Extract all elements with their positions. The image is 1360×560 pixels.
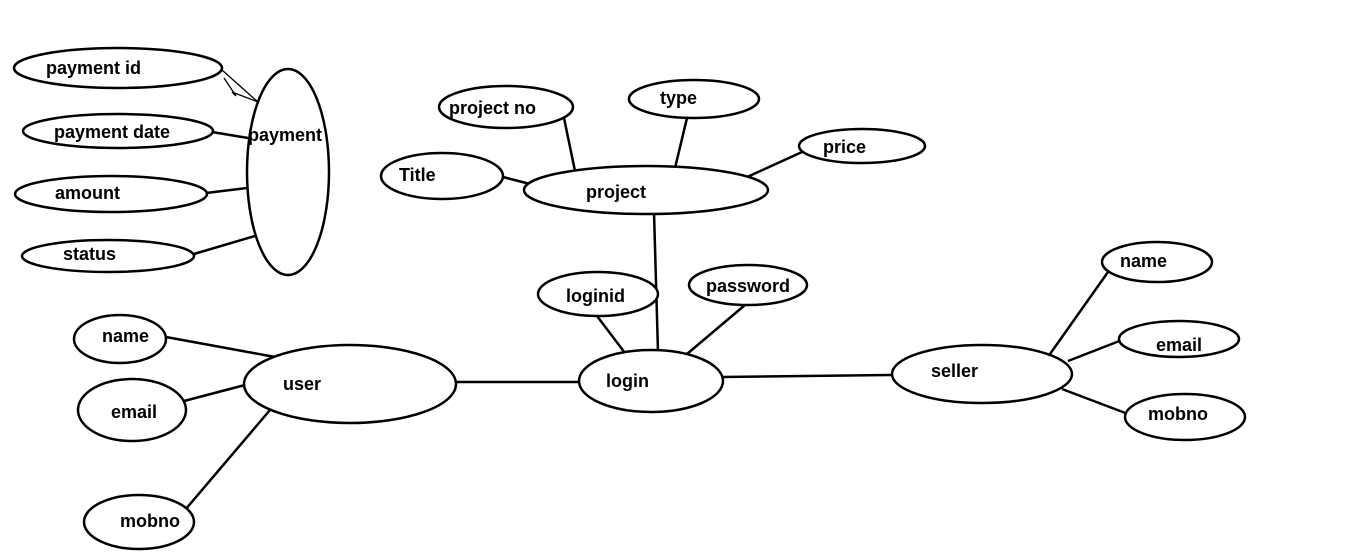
attr-password-shape xyxy=(687,263,809,307)
attr-user-name-shape xyxy=(72,313,168,365)
attr-type-shape xyxy=(627,78,761,120)
entity-project-shape xyxy=(522,164,770,216)
attr-seller-mobno: mobno xyxy=(1123,392,1247,442)
attr-seller-name: name xyxy=(1100,240,1214,284)
edge-amount xyxy=(205,186,248,195)
entity-seller: seller xyxy=(890,343,1074,405)
entity-project: project xyxy=(522,164,770,216)
attr-status-label: status xyxy=(63,244,116,264)
attr-seller-name-shape xyxy=(1100,240,1214,284)
attr-project-no-label: project no xyxy=(449,98,536,118)
edge-user-email xyxy=(183,383,246,403)
attr-loginid: loginid xyxy=(536,270,660,318)
edge-user-name xyxy=(165,335,276,359)
entity-login: login xyxy=(577,348,725,414)
attr-seller-name-label: name xyxy=(1120,251,1167,271)
entity-payment-shape xyxy=(245,67,331,277)
attr-status: status xyxy=(20,238,196,274)
entity-seller-label: seller xyxy=(931,361,978,381)
edge-seller-mobno xyxy=(1061,387,1129,416)
connectors xyxy=(165,69,1129,511)
entity-seller-shape xyxy=(890,343,1074,405)
entity-payment-label: payment xyxy=(248,125,322,145)
entity-project-label: project xyxy=(586,182,646,202)
attr-seller-mobno-shape xyxy=(1123,392,1247,442)
attr-payment-date-shape xyxy=(21,112,215,150)
attr-seller-email: email xyxy=(1117,319,1241,359)
attr-amount-label: amount xyxy=(55,183,120,203)
edge-loginid xyxy=(596,315,626,354)
attr-title-label: Title xyxy=(399,165,436,185)
attr-payment-date: payment date xyxy=(21,112,215,150)
attr-price-label: price xyxy=(823,137,866,157)
attr-project-no: project no xyxy=(437,84,575,130)
entity-user-label: user xyxy=(283,374,321,394)
edge-title xyxy=(502,175,531,186)
attr-type: type xyxy=(627,78,761,120)
entity-user: user xyxy=(242,343,458,425)
edge-price xyxy=(744,150,803,180)
attr-seller-email-shape xyxy=(1117,319,1241,359)
attr-user-mobno-shape xyxy=(82,493,196,551)
edge-status xyxy=(193,234,256,256)
attr-amount-shape xyxy=(13,174,209,214)
entity-login-label: login xyxy=(606,371,649,391)
attr-password: password xyxy=(687,263,809,307)
attr-status-shape xyxy=(20,238,196,274)
attr-user-mobno: mobno xyxy=(82,493,196,551)
attr-payment-id-label: payment id xyxy=(46,58,141,78)
edge-type xyxy=(673,117,689,169)
edge-login-seller xyxy=(721,373,894,379)
edge-payment-id-arrow xyxy=(223,77,259,103)
edge-user-mobno xyxy=(184,409,271,511)
attr-user-name: name xyxy=(72,313,168,365)
edge-project-no xyxy=(562,117,577,172)
edge-payment-id xyxy=(221,69,259,103)
attr-project-no-shape xyxy=(437,84,575,130)
attr-user-mobno-label: mobno xyxy=(120,511,180,531)
attr-price: price xyxy=(797,127,927,165)
attr-user-name-label: name xyxy=(102,326,149,346)
attr-type-label: type xyxy=(660,88,697,108)
attr-payment-id: payment id xyxy=(12,46,224,90)
attr-title-shape xyxy=(379,151,505,201)
edge-seller-email xyxy=(1067,338,1123,363)
entity-payment: payment xyxy=(245,67,331,277)
attr-password-label: password xyxy=(706,276,790,296)
attr-title: Title xyxy=(379,151,505,201)
attr-loginid-shape xyxy=(536,270,660,318)
attr-loginid-label: loginid xyxy=(566,286,625,306)
attr-payment-id-shape xyxy=(12,46,224,90)
attr-seller-mobno-label: mobno xyxy=(1148,404,1208,424)
edge-seller-name xyxy=(1048,271,1110,355)
attr-amount: amount xyxy=(13,174,209,214)
attr-user-email: email xyxy=(76,377,188,443)
edge-payment-date xyxy=(211,130,249,140)
edge-password xyxy=(686,304,746,355)
entity-user-shape xyxy=(242,343,458,425)
entity-login-shape xyxy=(577,348,725,414)
attr-seller-email-label: email xyxy=(1156,335,1202,355)
attr-user-email-shape xyxy=(76,377,188,443)
edge-project-login xyxy=(652,211,660,353)
attr-payment-date-label: payment date xyxy=(54,122,170,142)
attr-price-shape xyxy=(797,127,927,165)
attr-user-email-label: email xyxy=(111,402,157,422)
